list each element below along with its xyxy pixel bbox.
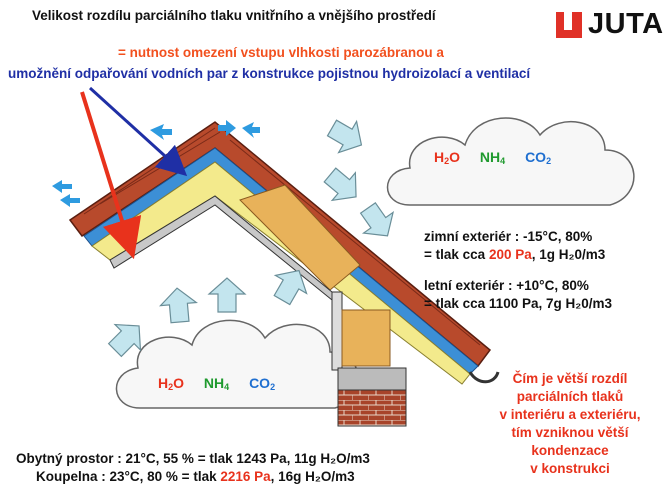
living-room-info: Obytný prostor : 21°C, 55 % = tlak 1243 … [16,451,370,466]
brick-wall [337,389,407,427]
ventilation-arrows [52,120,260,207]
h2o-label: H2O [158,375,185,392]
wall-plate-wood [341,309,391,367]
gutter [468,371,500,384]
lower-cloud-gases: H2O NH4 CO2 [158,375,291,392]
summer-info: letní exteriér : +10°C, 80% = tlak cca 1… [424,277,612,313]
vapour-entry-arrow [80,91,142,260]
winter-pressure: = tlak cca 200 Pa, 1g H₂0/m3 [424,247,606,262]
h2o-label: H2O [434,149,461,166]
summer-pressure: = tlak cca 1100 Pa, 7g H₂0/m3 [424,296,612,311]
brand-name: JUTA [588,8,664,40]
nh4-label: NH4 [203,375,230,392]
wall-concrete [337,367,407,391]
knee-wall [331,291,343,371]
winter-label: zimní exteriér : -15°C, 80% [424,229,593,244]
upper-cloud [386,117,635,206]
page-title: Velikost rozdílu parciálního tlaku vnitř… [32,8,436,23]
interior-info: Obytný prostor : 21°C, 55 % = tlak 1243 … [16,450,370,486]
diffusion-arrows [107,119,395,358]
juta-logo: JUTA [556,8,663,42]
lower-cloud [115,319,359,409]
nh4-label: NH4 [479,149,506,166]
summer-label: letní exteriér : +10°C, 80% [424,278,589,293]
co2-label: CO2 [249,375,276,392]
rafter [239,184,361,291]
subtitle-line-1: = nutnost omezení vstupu vlhkosti parozá… [118,45,444,60]
juta-logo-icon [556,12,582,38]
co2-label: CO2 [525,149,552,166]
upper-cloud-gases: H2O NH4 CO2 [434,149,567,166]
bathroom-info: Koupelna : 23°C, 80 % = tlak 2216 Pa, 16… [36,469,355,484]
subtitle-line-2: umožnění odpařování vodních par z konstr… [8,66,531,81]
conclusion-text: Čím je větší rozdíl parciálních tlaků v … [499,371,641,476]
winter-info: zimní exteriér : -15°C, 80% = tlak cca 2… [424,228,605,264]
evaporation-arrow [88,86,188,177]
